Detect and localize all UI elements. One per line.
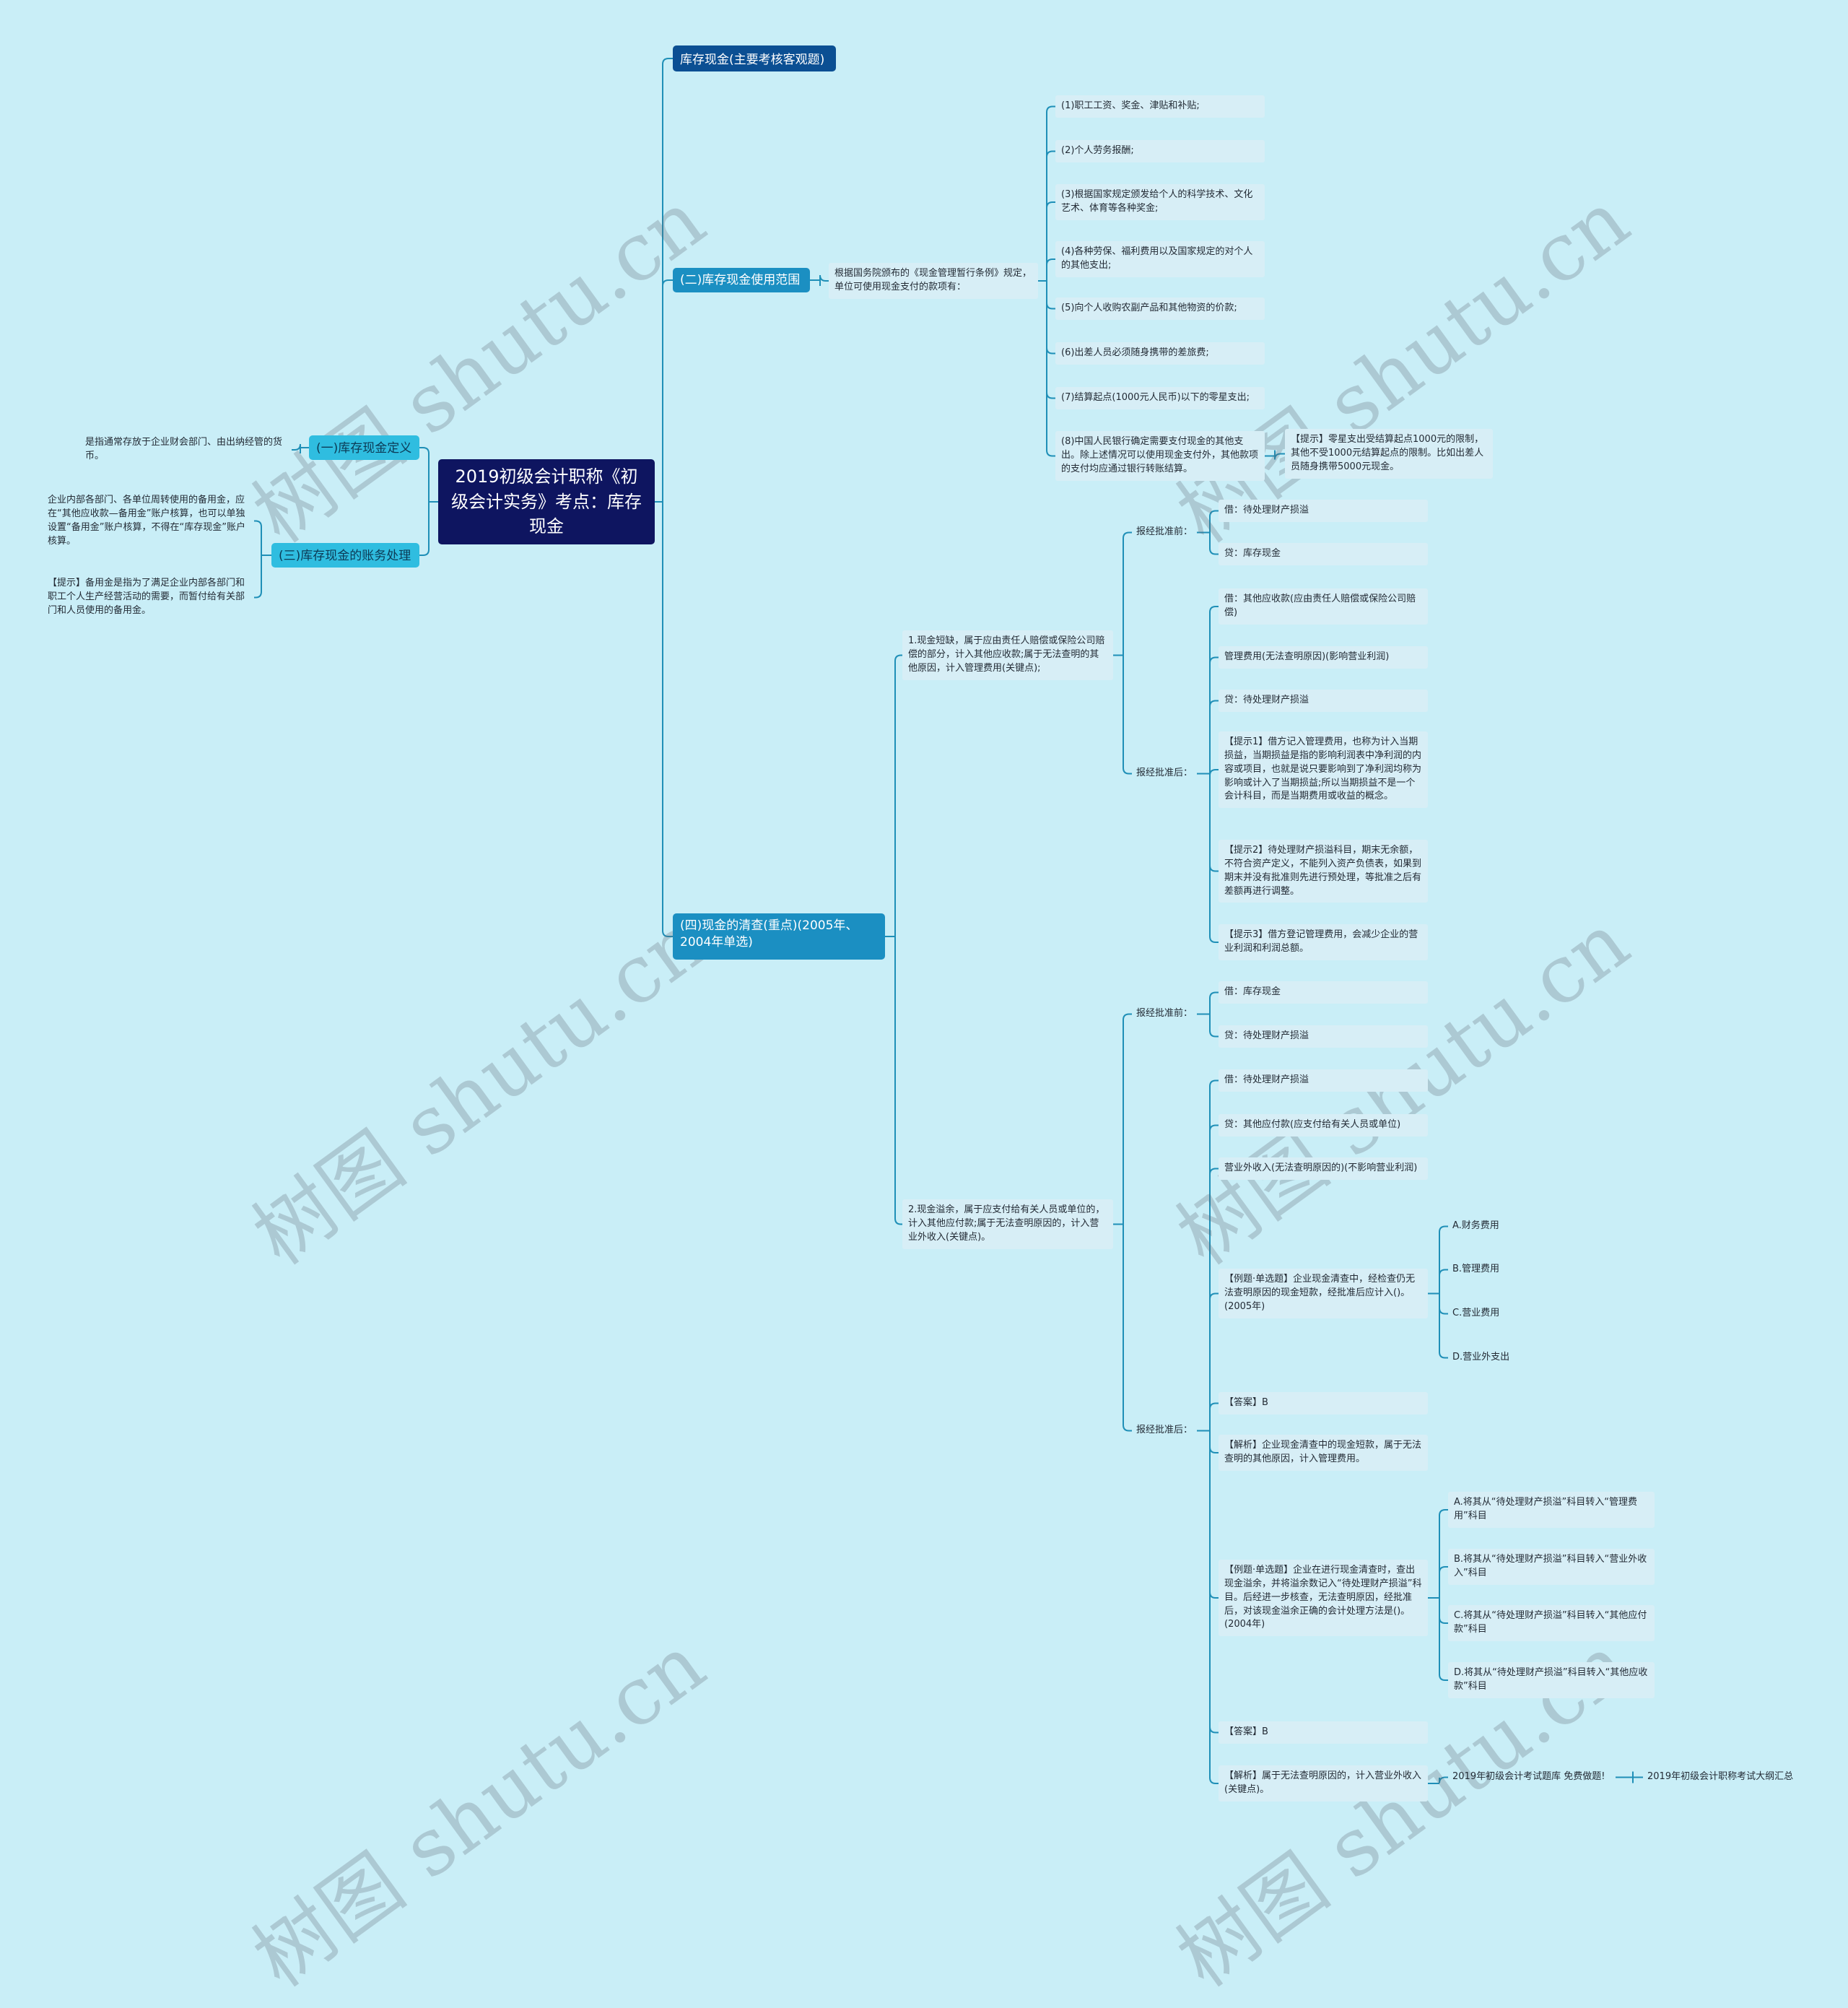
overage-after-item: 借：待处理财产损溢	[1219, 1069, 1428, 1092]
topic-cash-accounting[interactable]: (三)库存现金的账务处理	[271, 543, 419, 568]
link-exam-syllabus[interactable]: 2019年初级会计职称考试大纲汇总	[1647, 1771, 1794, 1782]
usage-item: (5)向个人收购农副产品和其他物资的价款;	[1055, 297, 1265, 320]
overage-after-approval: 报经批准后：	[1136, 1425, 1193, 1435]
overage-after-item: 【解析】属于无法查明原因的，计入营业外收入(关键点)。	[1219, 1765, 1428, 1801]
usage-intro: 根据国务院颁布的《现金管理暂行条例》规定，单位可使用现金支付的款项有：	[829, 263, 1038, 299]
overage-after-item: 【解析】企业现金清查中的现金短款，属于无法查明的其他原因，计入管理费用。	[1219, 1435, 1428, 1471]
cash-shortage-node: 1.现金短缺，属于应由责任人赔偿或保险公司赔偿的部分，计入其他应收款;属于无法查…	[902, 630, 1113, 680]
usage-item: (6)出差人员必须随身携带的差旅费;	[1055, 342, 1265, 365]
question-1-option: C.营业费用	[1452, 1308, 1500, 1318]
topic-cash-usage-scope[interactable]: (二)库存现金使用范围	[673, 268, 810, 292]
overage-after-item: 【例题·单选题】企业现金清查中，经检查仍无法查明原因的现金短款，经批准后应计入(…	[1219, 1269, 1428, 1318]
question-2-option: C.将其从“待处理财产损溢”科目转入“其他应付款”科目	[1448, 1605, 1655, 1641]
connector-lines	[254, 58, 1643, 1784]
question-1-option: B.管理费用	[1452, 1264, 1500, 1274]
overage-before-item: 借：库存现金	[1219, 981, 1428, 1004]
topic-cash-objective[interactable]: 库存现金(主要考核客观题)	[673, 45, 836, 71]
usage-item: (1)职工工资、奖金、津贴和补贴;	[1055, 95, 1265, 118]
question-1-option: A.财务费用	[1452, 1220, 1499, 1231]
shortage-before-item: 借：待处理财产损溢	[1219, 500, 1428, 522]
overage-after-item: 贷：其他应付款(应支付给有关人员或单位)	[1219, 1114, 1428, 1136]
shortage-after-item: 管理费用(无法查明原因)(影响营业利润)	[1219, 646, 1428, 669]
cash-overage-node: 2.现金溢余，属于应支付给有关人员或单位的，计入其他应付款;属于无法查明原因的，…	[902, 1199, 1113, 1249]
question-2-option: A.将其从“待处理财产损溢”科目转入“管理费用”科目	[1448, 1492, 1655, 1528]
usage-item: (4)各种劳保、福利费用以及国家规定的对个人的其他支出;	[1055, 241, 1265, 277]
usage-tip: 【提示】零星支出受结算起点1000元的限制，其他不受1000元结算起点的限制。比…	[1285, 429, 1493, 479]
question-2-option: B.将其从“待处理财产损溢”科目转入“营业外收入”科目	[1448, 1549, 1655, 1585]
overage-after-item: 【答案】B	[1219, 1392, 1428, 1414]
shortage-before-approval: 报经批准前：	[1136, 526, 1193, 537]
usage-item: (2)个人劳务报酬;	[1055, 140, 1265, 162]
topic-cash-inventory-check[interactable]: (四)现金的清查(重点)(2005年、2004年单选)	[673, 913, 885, 960]
shortage-before-item: 贷：库存现金	[1219, 543, 1428, 565]
leaf-petty-cash-text: 企业内部各部门、各单位周转使用的备用金，应在“其他应收款—备用金”账户核算，也可…	[48, 495, 245, 547]
shortage-after-item: 借：其他应收款(应由责任人赔偿或保险公司赔偿)	[1219, 588, 1428, 625]
overage-after-item: 【答案】B	[1219, 1721, 1428, 1744]
link-exam-question-bank[interactable]: 2019年初级会计考试题库 免费做题!	[1452, 1771, 1605, 1782]
topic-cash-definition[interactable]: (一)库存现金定义	[309, 435, 419, 460]
question-2-option: D.将其从“待处理财产损溢”科目转入“其他应收款”科目	[1448, 1662, 1655, 1698]
leaf-petty-cash-tip: 【提示】备用金是指为了满足企业内部各部门和职工个人生产经营活动的需要，而暂付给有…	[48, 578, 245, 616]
overage-after-item: 营业外收入(无法查明原因的)(不影响营业利润)	[1219, 1157, 1428, 1180]
overage-after-item: 【例题·单选题】企业在进行现金清查时，查出现金溢余，并将溢余数记入“待处理财产损…	[1219, 1560, 1428, 1637]
root-topic[interactable]: 2019初级会计职称《初级会计实务》考点：库存现金	[438, 459, 655, 544]
leaf-cash-definition-text: 是指通常存放于企业财会部门、由出纳经管的货币。	[85, 437, 283, 461]
usage-item: (8)中国人民银行确定需要支付现金的其他支出。除上述情况可以使用现金支付外，其他…	[1055, 431, 1265, 481]
shortage-after-item: 【提示1】借方记入管理费用，也称为计入当期损益，当期损益是指的影响利润表中净利润…	[1219, 731, 1428, 809]
shortage-after-approval: 报经批准后：	[1136, 768, 1193, 778]
overage-before-item: 贷：待处理财产损溢	[1219, 1025, 1428, 1048]
shortage-after-item: 【提示2】待处理财产损溢科目，期末无余额，不符合资产定义，不能列入资产负债表，如…	[1219, 840, 1428, 903]
shortage-after-item: 贷：待处理财产损溢	[1219, 690, 1428, 712]
overage-before-approval: 报经批准前：	[1136, 1008, 1193, 1019]
usage-item: (3)根据国家规定颁发给个人的科学技术、文化艺术、体育等各种奖金;	[1055, 184, 1265, 220]
usage-item: (7)结算起点(1000元人民币)以下的零星支出;	[1055, 387, 1265, 409]
shortage-after-item: 【提示3】借方登记管理费用，会减少企业的营业利润和利润总额。	[1219, 924, 1428, 960]
question-1-option: D.营业外支出	[1452, 1352, 1510, 1362]
